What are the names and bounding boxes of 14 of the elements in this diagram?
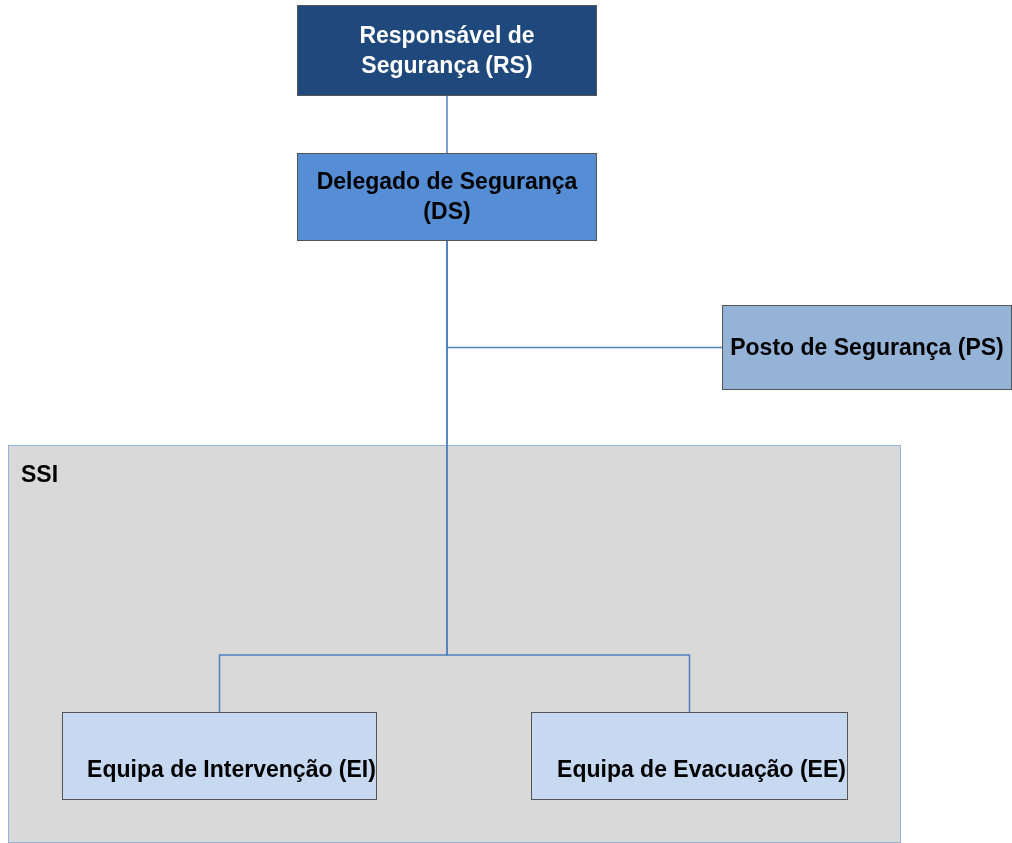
role-label: Posto de Segurança (PS) xyxy=(730,332,1004,362)
role-label: Responsável de Segurança (RS) xyxy=(358,20,536,80)
connector-line xyxy=(446,240,691,713)
role-box xyxy=(722,305,1012,390)
role-box xyxy=(297,5,597,96)
role-label: Equipa de Intervenção (EI) xyxy=(87,755,376,785)
role-box xyxy=(297,153,597,241)
group-label: SSI xyxy=(21,460,59,489)
role-label: Delegado de Segurança (DS) xyxy=(315,167,579,226)
group-panel xyxy=(8,445,901,843)
role-box xyxy=(62,712,377,800)
role-box xyxy=(531,712,848,800)
role-label: Equipa de Evacuação (EE) xyxy=(557,755,846,785)
connector-line xyxy=(446,95,448,154)
